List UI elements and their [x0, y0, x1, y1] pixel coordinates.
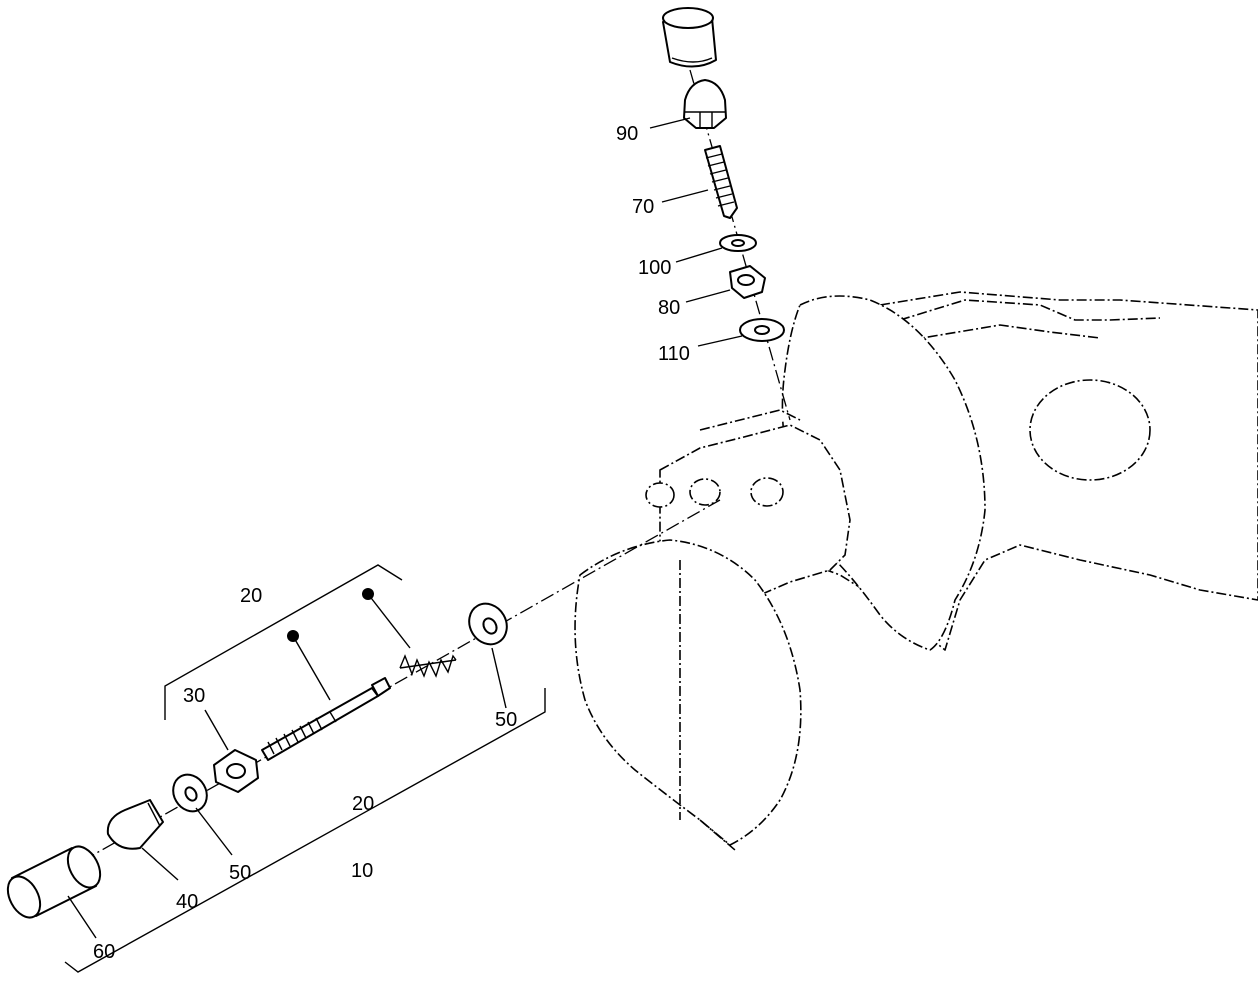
part-50-washer-right: [468, 602, 508, 646]
callout-60: 60: [93, 941, 115, 963]
callout-90: 90: [616, 123, 638, 145]
part-80-nut: [729, 265, 766, 299]
callout-50-right: 50: [495, 709, 517, 731]
port-3: [750, 477, 784, 507]
part-spring: [399, 654, 457, 678]
part-40-acorn-nut: [106, 799, 164, 850]
part-30-nut: [213, 749, 259, 793]
part-spool: [261, 677, 391, 761]
callout-10: 10: [351, 860, 373, 882]
kit-bracket-10: [64, 688, 546, 973]
callout-50-low: 50: [229, 862, 251, 884]
part-110-washer: [739, 318, 785, 342]
callout-100: 100: [638, 257, 671, 279]
lower-cover: [574, 539, 802, 846]
part-60-cap: [6, 845, 102, 919]
callout-30: 30: [183, 685, 205, 707]
part-100-washer: [719, 234, 757, 252]
port-1: [645, 482, 675, 508]
callout-110: 110: [658, 343, 690, 365]
part-50-washer-low: [172, 773, 208, 813]
part-90-acorn-nut: [683, 79, 727, 129]
part-70-screw: [704, 145, 738, 219]
callout-70: 70: [632, 196, 654, 218]
callout-20-mid: 20: [352, 793, 374, 815]
port-2: [689, 478, 721, 506]
callout-40: 40: [176, 891, 198, 913]
callout-80: 80: [658, 297, 680, 319]
pump-housing: [574, 291, 1258, 851]
leader-lines: [67, 117, 743, 939]
bore-outline: [1029, 379, 1151, 481]
part-cap-top: [662, 7, 717, 68]
callout-labels: 90 70 100 80 110 20 30 50 20 50 10 40 60: [93, 123, 690, 963]
callout-20-top: 20: [240, 585, 262, 607]
kit-bracket-20: [164, 564, 403, 720]
